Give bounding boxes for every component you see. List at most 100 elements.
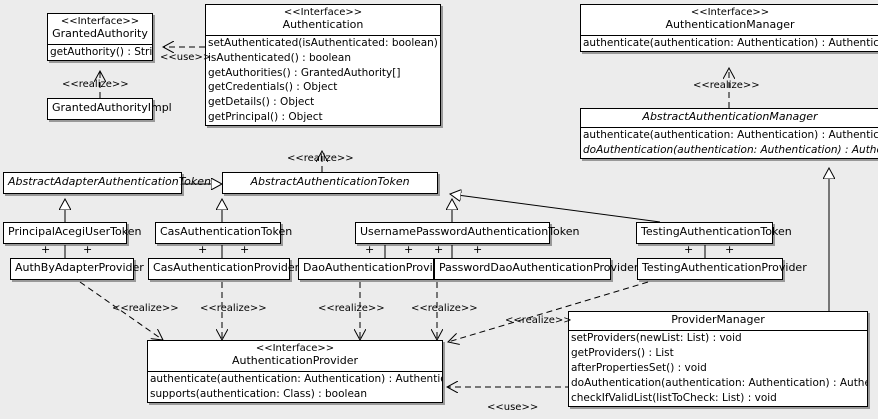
class-principal-acegi-user-token[interactable]: PrincipalAcegiUserToken	[3, 222, 142, 244]
operation-row: getPrincipal() : Object	[208, 111, 323, 124]
association-plus-marker: +	[240, 243, 250, 256]
operations-compartment: authenticate(authentication: Authenticat…	[581, 34, 878, 51]
operation-row: setAuthenticated(isAuthenticated: boolea…	[208, 36, 440, 49]
class-authentication[interactable]: <<Interface>> Authentication setAuthenti…	[205, 4, 441, 127]
class-header: UsernamePasswordAuthenticationToken	[356, 223, 580, 243]
class-header: GrantedAuthorityImpl	[48, 99, 172, 119]
operation-row: doAuthentication(authentication: Authent…	[571, 376, 867, 389]
class-cas-authentication-provider[interactable]: CasAuthenticationProvider	[148, 258, 300, 280]
class-abstract-adapter-authentication-token[interactable]: AbstractAdapterAuthenticationToken	[3, 172, 211, 194]
operation-row: afterPropertiesSet() : void	[571, 361, 707, 374]
operations-compartment: authenticate(authentication: Authenticat…	[148, 370, 442, 402]
class-header: <<Interface>> GrantedAuthority	[48, 14, 152, 44]
class-granted-authority-impl[interactable]: GrantedAuthorityImpl	[47, 98, 172, 120]
class-name-label: AbstractAdapterAuthenticationToken	[8, 175, 211, 188]
class-header: <<Interface>> AuthenticationManager	[581, 5, 878, 35]
label-use-authentication-grantedauthority: <<use>>	[160, 52, 212, 63]
operations-compartment: setAuthenticated(isAuthenticated: boolea…	[206, 34, 440, 125]
label-use-providermanager-authenticationprovider: <<use>>	[487, 402, 539, 413]
operation-row: setProviders(newList: List) : void	[571, 331, 742, 344]
stereotype-label: <<Interface>>	[60, 16, 140, 27]
operation-row: getDetails() : Object	[208, 96, 315, 109]
association-plus-marker: +	[684, 243, 694, 256]
class-authentication-provider[interactable]: <<Interface>> AuthenticationProvider aut…	[147, 340, 443, 403]
association-plus-marker: +	[83, 243, 93, 256]
class-name-label: AbstractAuthenticationToken	[250, 175, 410, 188]
class-header: CasAuthenticationToken	[156, 223, 293, 243]
stereotype-label: <<Interface>>	[255, 343, 335, 354]
label-realize-abstractauthenticationmanager: <<realize>>	[693, 80, 760, 91]
operation-row: authenticate(authentication: Authenticat…	[583, 36, 878, 49]
operation-row: getAuthorities() : GrantedAuthority[]	[208, 66, 401, 79]
edge-testingauthenticationtoken-extends-abstractauthenticationtoken	[450, 194, 661, 223]
class-provider-manager[interactable]: ProviderManager setProviders(newList: Li…	[568, 311, 868, 407]
label-realize-passworddao: <<realize>>	[411, 303, 478, 314]
class-header: TestingAuthenticationProvider	[638, 259, 807, 279]
operation-row: isAuthenticated() : boolean	[208, 51, 351, 64]
stereotype-label: <<Interface>>	[283, 7, 363, 18]
label-realize-cas: <<realize>>	[200, 303, 267, 314]
operation-row: getProviders() : List	[571, 346, 674, 359]
operation-row: authenticate(authentication: Authenticat…	[150, 372, 442, 385]
class-header: <<Interface>> AuthenticationProvider	[148, 341, 442, 371]
class-name-label: PrincipalAcegiUserToken	[8, 225, 142, 238]
class-header: DaoAuthenticationProvider	[299, 259, 451, 279]
association-plus-marker: +	[365, 243, 375, 256]
class-header: TestingAuthenticationToken	[637, 223, 792, 243]
label-realize-dao: <<realize>>	[318, 303, 385, 314]
class-abstract-authentication-manager[interactable]: AbstractAuthenticationManager authentica…	[580, 108, 878, 159]
association-plus-marker: +	[434, 243, 444, 256]
class-name-label: AbstractAuthenticationManager	[642, 110, 818, 123]
operation-row: supports(authentication: Class) : boolea…	[150, 387, 367, 400]
label-realize-authbyadapter: <<realize>>	[112, 303, 179, 314]
class-name-label: ProviderManager	[671, 313, 765, 326]
class-name-label: AuthenticationManager	[665, 17, 795, 31]
class-password-dao-authentication-provider[interactable]: PasswordDaoAuthenticationProvider	[434, 258, 639, 280]
edge-authbyadapterprovider-realizes-authenticationprovider	[79, 281, 163, 340]
association-plus-marker: +	[473, 243, 483, 256]
stereotype-label: <<Interface>>	[690, 7, 770, 18]
class-granted-authority[interactable]: <<Interface>> GrantedAuthority getAuthor…	[47, 13, 153, 61]
class-auth-by-adapter-provider[interactable]: AuthByAdapterProvider	[10, 258, 144, 280]
class-name-label: TestingAuthenticationProvider	[642, 261, 807, 274]
class-header: PasswordDaoAuthenticationProvider	[435, 259, 639, 279]
label-realize-abstractauthenticationtoken: <<realize>>	[287, 153, 354, 164]
class-abstract-authentication-token[interactable]: AbstractAuthenticationToken	[222, 172, 438, 194]
class-name-label: PasswordDaoAuthenticationProvider	[439, 261, 639, 274]
class-testing-authentication-token[interactable]: TestingAuthenticationToken	[636, 222, 792, 244]
class-testing-authentication-provider[interactable]: TestingAuthenticationProvider	[637, 258, 807, 280]
class-header: CasAuthenticationProvider	[149, 259, 300, 279]
label-realize-providermanager: <<realize>>	[505, 315, 572, 326]
operation-row: authenticate(authentication: Authenticat…	[583, 128, 878, 141]
class-name-label: CasAuthenticationProvider	[153, 261, 300, 274]
class-name-label: CasAuthenticationToken	[160, 225, 293, 238]
operation-row: checkIfValidList(listToCheck: List) : vo…	[571, 391, 777, 404]
class-header: AuthByAdapterProvider	[11, 259, 144, 279]
label-realize-grantedauthorityimpl: <<realize>>	[62, 79, 129, 90]
class-name-label: AuthByAdapterProvider	[15, 261, 144, 274]
class-cas-authentication-token[interactable]: CasAuthenticationToken	[155, 222, 293, 244]
association-plus-marker: +	[404, 243, 414, 256]
operation-row: getCredentials() : Object	[208, 81, 338, 94]
edge-testingauthenticationprovider-realizes-authenticationprovider	[448, 281, 649, 342]
operations-compartment: authenticate(authentication: Authenticat…	[581, 126, 878, 158]
operations-compartment: setProviders(newList: List) : void getPr…	[569, 329, 867, 406]
class-authentication-manager[interactable]: <<Interface>> AuthenticationManager auth…	[580, 4, 878, 52]
class-header: AbstractAuthenticationManager	[581, 109, 878, 127]
class-header: <<Interface>> Authentication	[206, 5, 440, 35]
class-username-password-authentication-token[interactable]: UsernamePasswordAuthenticationToken	[355, 222, 580, 244]
association-plus-marker: +	[725, 243, 735, 256]
operation-row: doAuthentication(authentication: Authent…	[583, 143, 878, 156]
class-header: AbstractAdapterAuthenticationToken	[4, 173, 211, 193]
class-name-label: TestingAuthenticationToken	[641, 225, 792, 238]
association-plus-marker: +	[41, 243, 51, 256]
class-name-label: GrantedAuthority	[52, 26, 148, 40]
class-name-label: UsernamePasswordAuthenticationToken	[360, 225, 580, 238]
class-header: ProviderManager	[569, 312, 867, 330]
class-name-label: AuthenticationProvider	[231, 353, 359, 367]
class-name-label: DaoAuthenticationProvider	[303, 261, 451, 274]
operations-compartment: getAuthority() : String	[48, 43, 152, 60]
class-dao-authentication-provider[interactable]: DaoAuthenticationProvider	[298, 258, 451, 280]
